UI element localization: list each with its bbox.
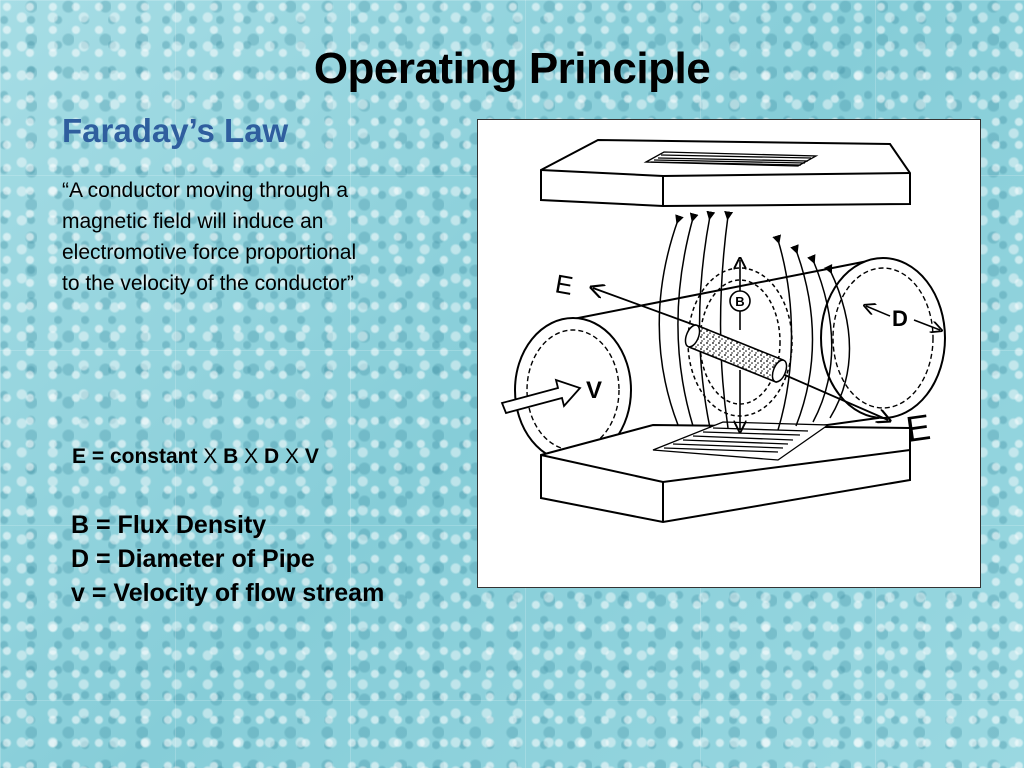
diagram-label-e-left: E <box>553 268 575 301</box>
definition-d: D = Diameter of Pipe <box>71 545 315 573</box>
formula-constant: constant <box>109 445 198 468</box>
formula: E = constant X B X D X V <box>72 445 319 469</box>
b-field-arrow <box>729 260 751 430</box>
formula-e: E <box>72 445 87 468</box>
formula-v: V <box>304 445 319 468</box>
diagram-label-d: D <box>892 306 908 331</box>
faraday-quote: “A conductor moving through a magnetic f… <box>62 179 357 295</box>
formula-b: B <box>223 445 239 468</box>
slide-subtitle: Faraday’s Law <box>62 112 289 149</box>
diagram-label-e-right: E <box>903 406 932 450</box>
formula-equals: = <box>86 445 110 468</box>
top-coil-lines <box>643 151 819 167</box>
slide-title: Operating Principle <box>313 44 711 93</box>
diameter-arrows <box>866 306 940 330</box>
formula-op-3: X <box>279 445 305 468</box>
conductor-rod <box>684 323 788 384</box>
definitions-list: B = Flux Density D = Diameter of Pipe v … <box>71 508 384 610</box>
velocity-arrow <box>500 378 582 415</box>
formula-op-2: X <box>238 445 265 468</box>
diagram-label-b: B <box>735 294 744 309</box>
bottom-magnet <box>540 423 911 524</box>
bottom-coil-lines <box>652 421 830 461</box>
formula-d: D <box>264 445 280 468</box>
definition-v: v = Velocity of flow stream <box>71 579 385 607</box>
flowmeter-diagram: B V D E E <box>477 119 981 588</box>
top-magnet <box>540 138 911 208</box>
electrode-axis <box>593 288 888 420</box>
diagram-label-v: V <box>586 377 602 404</box>
flowmeter-svg: B V D E E <box>500 138 946 524</box>
definition-b: B = Flux Density <box>71 511 267 539</box>
formula-op-1: X <box>197 445 224 468</box>
